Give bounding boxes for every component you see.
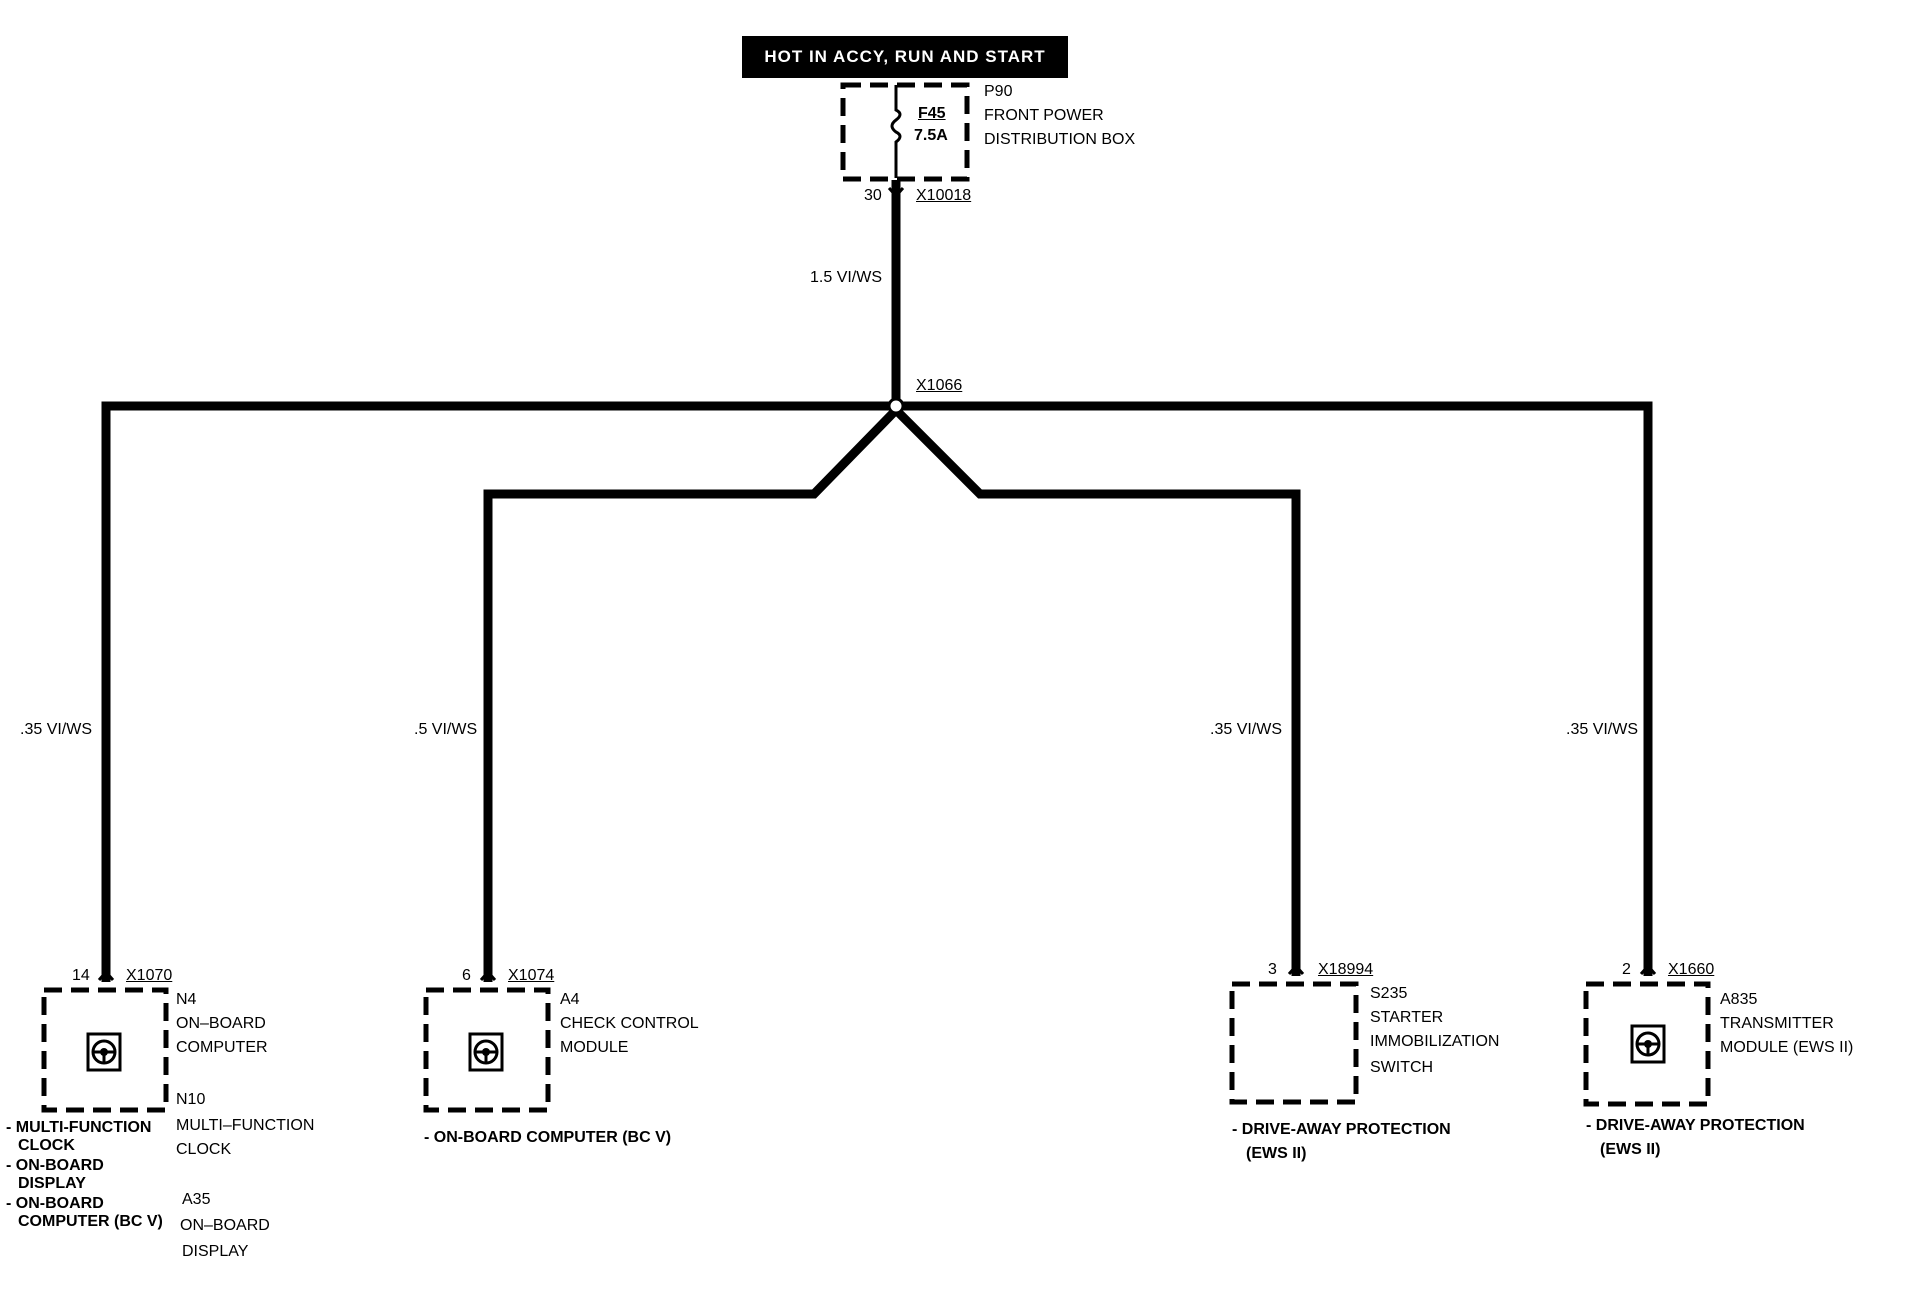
branch-4-note: - DRIVE-AWAY PROTECTION bbox=[1586, 1117, 1805, 1134]
source-pin: 30 bbox=[864, 187, 882, 204]
branch-4-line: TRANSMITTER bbox=[1720, 1015, 1834, 1032]
branch-3-connector: X18994 bbox=[1318, 961, 1374, 978]
branch-3-wire: .35 VI/WS bbox=[1210, 721, 1283, 738]
steering-wheel-icon bbox=[1630, 1024, 1666, 1064]
terminal-arrow-2 bbox=[1639, 963, 1657, 975]
fuse-id: F45 bbox=[918, 105, 946, 122]
branch-2-line: MODULE bbox=[560, 1039, 629, 1056]
power-condition-banner: HOT IN ACCY, RUN AND START bbox=[742, 36, 1068, 78]
branch-1-line: ON–BOARD bbox=[180, 1217, 270, 1234]
branch-3-line: SWITCH bbox=[1370, 1059, 1434, 1076]
branch-2-note: - ON-BOARD COMPUTER (BC V) bbox=[424, 1129, 672, 1146]
wire-branch-3 bbox=[892, 406, 1301, 976]
component-box-1 bbox=[41, 987, 169, 1113]
branch-1-line: COMPUTER bbox=[176, 1039, 268, 1056]
branch-1-line: N4 bbox=[176, 991, 197, 1008]
branch-1-wire: .35 VI/WS bbox=[20, 721, 93, 738]
branch-4-pin: 2 bbox=[1622, 961, 1631, 978]
distribution-box-id: P90 bbox=[984, 83, 1013, 100]
source-connector: X10018 bbox=[916, 187, 972, 204]
branch-1-note: - MULTI-FUNCTION bbox=[6, 1119, 152, 1136]
branch-3-line: STARTER bbox=[1370, 1009, 1444, 1026]
branch-2-line: CHECK CONTROL bbox=[560, 1015, 699, 1032]
branch-1-pin: 14 bbox=[72, 967, 90, 984]
wire-branch-1 bbox=[101, 401, 896, 982]
branch-1-line: MULTI–FUNCTION bbox=[176, 1117, 315, 1134]
fuse-rating: 7.5A bbox=[914, 127, 948, 144]
branch-1-note: CLOCK bbox=[18, 1137, 75, 1154]
branch-1-note: DISPLAY bbox=[18, 1175, 86, 1192]
branch-1-line: A35 bbox=[182, 1191, 211, 1208]
steering-wheel-icon bbox=[468, 1032, 504, 1072]
branch-1-line: ON–BOARD bbox=[176, 1015, 266, 1032]
distribution-box-name-2: DISTRIBUTION BOX bbox=[984, 131, 1136, 148]
branch-2-connector: X1074 bbox=[508, 967, 555, 984]
branch-1-line: CLOCK bbox=[176, 1141, 232, 1158]
terminal-arrow-3 bbox=[1287, 963, 1305, 975]
component-box-2 bbox=[423, 987, 551, 1113]
wire-branch-2 bbox=[483, 406, 900, 982]
terminal-arrow-14 bbox=[97, 969, 115, 981]
branch-1-note: COMPUTER (BC V) bbox=[18, 1213, 163, 1230]
splice-label: X1066 bbox=[916, 377, 963, 394]
branch-4-line: MODULE (EWS II) bbox=[1720, 1039, 1854, 1056]
branch-4-wire: .35 VI/WS bbox=[1566, 721, 1639, 738]
branch-1-note: - ON-BOARD bbox=[6, 1195, 104, 1212]
branch-4-note: (EWS II) bbox=[1600, 1141, 1661, 1158]
branch-4-connector: X1660 bbox=[1668, 961, 1715, 978]
branch-3-note: (EWS II) bbox=[1246, 1145, 1307, 1162]
wire-branch-4 bbox=[896, 401, 1653, 976]
branch-3-pin: 3 bbox=[1268, 961, 1277, 978]
distribution-box-name-1: FRONT POWER bbox=[984, 107, 1104, 124]
terminal-arrow-6 bbox=[479, 969, 497, 981]
fuse-symbol bbox=[890, 85, 902, 178]
branch-3-line: IMMOBILIZATION bbox=[1370, 1033, 1500, 1050]
branch-1-line: N10 bbox=[176, 1091, 206, 1108]
fuse-box-outline bbox=[840, 82, 970, 182]
component-box-3 bbox=[1229, 981, 1359, 1105]
branch-3-note: - DRIVE-AWAY PROTECTION bbox=[1232, 1121, 1451, 1138]
branch-1-line: DISPLAY bbox=[182, 1243, 249, 1260]
splice-point bbox=[887, 397, 905, 415]
branch-4-line: A835 bbox=[1720, 991, 1758, 1008]
component-box-4 bbox=[1583, 981, 1711, 1107]
power-condition-text: HOT IN ACCY, RUN AND START bbox=[764, 47, 1046, 66]
branch-2-line: A4 bbox=[560, 991, 580, 1008]
steering-wheel-icon bbox=[86, 1032, 122, 1072]
branch-3-line: S235 bbox=[1370, 985, 1408, 1002]
branch-1-note: - ON-BOARD bbox=[6, 1157, 104, 1174]
branch-1-connector: X1070 bbox=[126, 967, 173, 984]
branch-2-pin: 6 bbox=[462, 967, 471, 984]
main-wire-label: 1.5 VI/WS bbox=[810, 269, 883, 286]
branch-2-wire: .5 VI/WS bbox=[414, 721, 478, 738]
